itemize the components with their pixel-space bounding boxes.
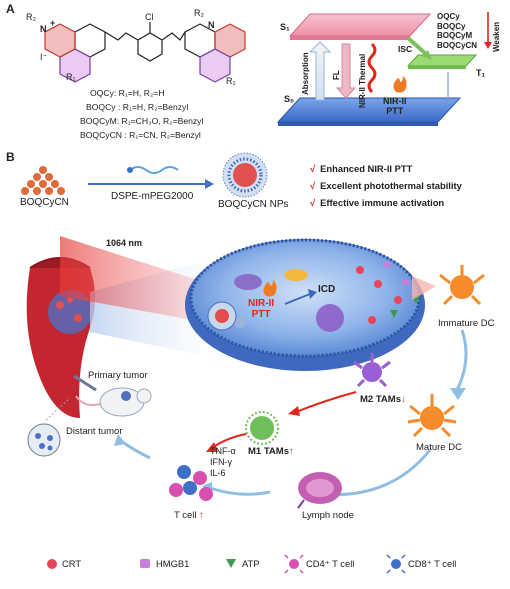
r2-right-label: R₂ xyxy=(194,8,204,18)
highlight-item: √Enhanced NIR-II PTT xyxy=(310,163,413,174)
weaken-arrow-icon xyxy=(484,42,492,49)
legend-atp-label: ATP xyxy=(242,558,260,569)
damp-release-icon xyxy=(356,262,420,324)
cytokine-item: TNF-α xyxy=(210,446,236,456)
r2-left-label: R₂ xyxy=(26,12,36,22)
highlight-item: √Effective immune activation xyxy=(310,197,445,208)
legend-hmgb1-label: HMGB1 xyxy=(156,558,190,569)
down-arrow-icon: ↓ xyxy=(401,394,406,405)
t-cells-icon xyxy=(169,465,213,501)
r1-left-label: R₁ xyxy=(66,72,76,82)
mature-dc-label: Mature DC xyxy=(416,442,462,453)
molecule-label: BOQCyCN xyxy=(20,197,69,208)
isc-arrow-icon xyxy=(422,50,432,60)
cell-ptt-label: NIR-II PTT xyxy=(248,298,275,320)
mouse-icon xyxy=(75,387,152,417)
compound-line-1: OQCy: R₁=H, R₂=H xyxy=(90,88,165,98)
legend-crt-label: CRT xyxy=(62,558,82,569)
immature-dc-icon xyxy=(439,265,485,306)
cytokine-item: IFN-γ xyxy=(210,457,232,467)
m1-tam-label: M1 TAMs↑ xyxy=(248,446,294,457)
m2-tam-label: M2 TAMs↓ xyxy=(360,394,406,405)
legend-hmgb1-icon xyxy=(140,559,150,568)
legend-crt-icon xyxy=(47,559,57,569)
series-item: OQCy xyxy=(437,12,460,21)
polymer-label: DSPE-mPEG2000 xyxy=(111,191,194,202)
nanoparticle-label: BOQCyCN NPs xyxy=(218,199,289,210)
tumor-mass-icon xyxy=(48,290,92,334)
absorption-label: Absorption xyxy=(301,52,310,95)
r1-right-label: R₁ xyxy=(226,76,236,86)
blood-vessel-icon xyxy=(26,268,96,418)
cytokine-list: TNF-α IFN-γ IL-6 xyxy=(210,446,236,479)
compound-line-2: BOQCy : R₁=H, R₂=Benzyl xyxy=(86,102,189,112)
legend-cd8-icon xyxy=(386,554,406,574)
right-quinoline-icon xyxy=(184,23,246,83)
ptt-a-label: NIR-II PTT xyxy=(383,96,407,116)
s0-level-icon xyxy=(276,97,462,123)
tumor-cell-icon xyxy=(185,239,425,371)
compound-line-3: BOQCyM: R₁=CH₃O, R₂=Benzyl xyxy=(80,116,204,126)
m1-tam-icon xyxy=(245,411,279,445)
primary-tumor-label: Primary tumor xyxy=(88,370,148,381)
nanoparticle-icon xyxy=(222,152,268,198)
s1-level-icon xyxy=(288,13,432,37)
highlights-list: √Enhanced NIR-II PTT √Excellent photothe… xyxy=(310,163,462,208)
up-arrow-icon: ↑ xyxy=(289,446,294,457)
t-cell-label: T cell ↑ xyxy=(174,510,204,521)
check-mark-icon: √ xyxy=(310,163,316,174)
t1-label: T₁ xyxy=(476,68,486,78)
legend-cd8-label: CD8⁺ T cell xyxy=(408,558,457,569)
flame-icon xyxy=(393,76,407,93)
immature-dc-label: Immature DC xyxy=(438,318,495,329)
icd-label: ICD xyxy=(318,284,336,295)
t-cell-up-arrow-icon: ↑ xyxy=(199,510,204,521)
polymer-icon xyxy=(129,166,179,174)
distant-tumor-dish-icon xyxy=(27,397,71,457)
legend-cd4-label: CD4⁺ T cell xyxy=(306,558,355,569)
laser-wavelength-label: 1064 nm xyxy=(106,238,143,248)
s0-label: S₀ xyxy=(284,94,295,104)
s1-label: S₁ xyxy=(280,22,290,32)
n-left-label: N xyxy=(40,24,47,34)
absorption-arrow-icon xyxy=(308,41,332,101)
weaken-label: Weaken xyxy=(492,21,501,52)
methine-bridge xyxy=(104,22,186,62)
series-list: OQCy BOQCy BOQCyM BOQCyCN xyxy=(437,12,477,50)
series-item: BOQCy xyxy=(437,21,466,31)
boqcycn-molecules-icon xyxy=(21,166,65,195)
fl-label: FL xyxy=(332,70,341,80)
nir-thermal-label: NIR-II Thermal xyxy=(358,53,367,108)
n-right-label: N xyxy=(208,20,215,30)
iodide-label: I⁻ xyxy=(40,52,48,62)
t1-level-icon xyxy=(406,54,478,67)
legend-atp-icon xyxy=(226,559,236,568)
mature-dc-icon xyxy=(407,394,457,438)
legend-cd4-icon xyxy=(284,554,304,574)
panel-b-label: B xyxy=(6,150,15,164)
lymph-node-label: Lymph node xyxy=(302,510,354,521)
lymph-node-icon xyxy=(297,472,342,509)
laser-beam-icon xyxy=(60,236,248,330)
chlorine-label: Cl xyxy=(145,12,154,22)
distant-tumor-label: Distant tumor xyxy=(66,426,123,437)
formation-arrow-icon xyxy=(205,179,214,189)
m2-tam-icon xyxy=(353,353,391,388)
series-item: BOQCyM xyxy=(437,31,473,40)
thermal-wave-icon xyxy=(367,42,377,94)
plus-charge-label: + xyxy=(50,18,56,28)
highlight-item: √Excellent photothermal stability xyxy=(310,180,462,191)
compound-line-4: BOQCyCN : R₁=CN, R₂=Benzyl xyxy=(80,130,201,140)
isc-label: ISC xyxy=(398,44,413,54)
panel-a-label: A xyxy=(6,2,15,16)
series-item: BOQCyCN xyxy=(437,40,478,50)
check-mark-icon: √ xyxy=(310,197,316,208)
ptt-flame-icon xyxy=(263,280,277,297)
check-mark-icon: √ xyxy=(310,180,316,191)
cytokine-item: IL-6 xyxy=(210,468,226,478)
